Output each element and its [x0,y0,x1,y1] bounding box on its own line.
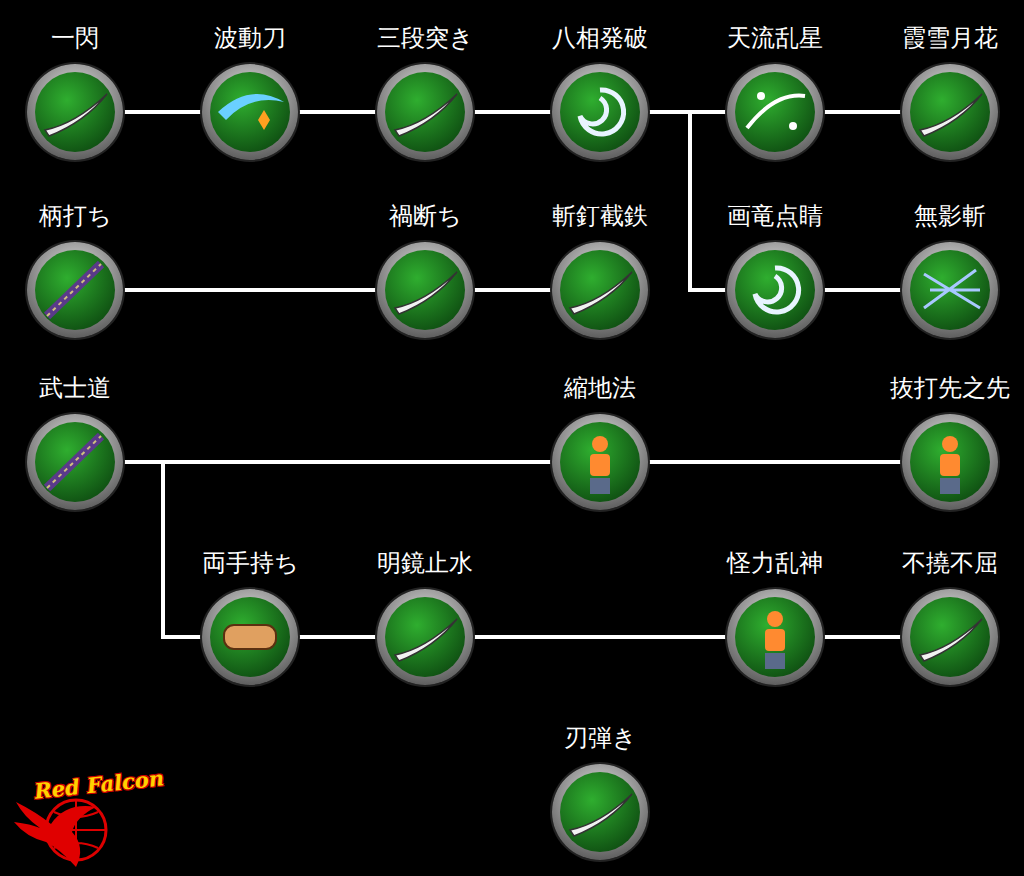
skill-name: 禍断ち [389,200,462,232]
icon-picture [910,250,990,330]
skill-node: 抜打先之先 [880,372,1020,510]
skill-name: 柄打ち [39,200,112,232]
skill-node: 波動刀 [180,22,320,160]
skill-name: 画竜点睛 [727,200,823,232]
skill-name: 霞雪月花 [902,22,998,54]
icon-picture [910,422,990,502]
icon-picture [210,72,290,152]
skill-icon [552,414,648,510]
skill-node: 八相発破 [530,22,670,160]
skill-icon [202,64,298,160]
skill-icon [377,64,473,160]
skill-name: 縮地法 [564,372,636,404]
skill-name: 三段突き [377,22,474,54]
skill-link [123,288,377,292]
icon-picture [560,772,640,852]
skill-link [473,110,552,114]
skill-link [473,288,552,292]
skill-name: 抜打先之先 [890,372,1010,404]
skill-node: 霞雪月花 [880,22,1020,160]
icon-picture [560,72,640,152]
skill-icon [902,64,998,160]
icon-picture [35,250,115,330]
icon-picture [735,250,815,330]
skill-icon [377,589,473,685]
skill-node: 刃弾き [530,722,670,860]
icon-picture [735,597,815,677]
skill-icon [727,589,823,685]
skill-name: 両手持ち [202,547,299,579]
skill-name: 一閃 [51,22,99,54]
icon-picture [735,72,815,152]
skill-link [123,462,202,637]
skill-node: 不撓不屈 [880,547,1020,685]
skill-icon [27,414,123,510]
skill-link [648,460,902,464]
skill-node: 天流乱星 [705,22,845,160]
skill-icon [552,242,648,338]
skill-node: 武士道 [5,372,145,510]
skill-icon [902,414,998,510]
skill-name: 天流乱星 [727,22,823,54]
skill-node: 禍断ち [355,200,495,338]
skill-icon [727,242,823,338]
skill-icon [27,242,123,338]
skill-node: 縮地法 [530,372,670,510]
skill-name: 波動刀 [214,22,286,54]
skill-icon [202,589,298,685]
skill-icon [27,64,123,160]
skill-node: 一閃 [5,22,145,160]
skill-link [298,635,377,639]
skill-name: 無影斬 [914,200,986,232]
skill-node: 明鏡止水 [355,547,495,685]
skill-name: 刃弾き [564,722,637,754]
skill-name: 八相発破 [552,22,648,54]
skill-name: 不撓不屈 [902,547,998,579]
skill-node: 怪力乱神 [705,547,845,685]
icon-picture [385,597,465,677]
skill-node: 無影斬 [880,200,1020,338]
skill-link [123,110,202,114]
skill-name: 斬釘截鉄 [552,200,648,232]
skill-name: 武士道 [39,372,111,404]
skill-icon [377,242,473,338]
watermark: Red Falcon [33,765,165,803]
skill-icon [552,764,648,860]
icon-picture [385,72,465,152]
skill-node: 斬釘截鉄 [530,200,670,338]
icon-picture [210,597,290,677]
skill-link [823,110,902,114]
icon-picture [560,422,640,502]
icon-picture [35,422,115,502]
skill-icon [727,64,823,160]
icon-picture [385,250,465,330]
icon-picture [35,72,115,152]
skill-node: 柄打ち [5,200,145,338]
skill-icon [552,64,648,160]
skill-link [823,288,902,292]
icon-picture [910,597,990,677]
skill-link [823,635,902,639]
skill-link [298,110,377,114]
skill-node: 画竜点睛 [705,200,845,338]
skill-icon [902,589,998,685]
skill-link [123,460,552,464]
icon-picture [560,250,640,330]
icon-picture [910,72,990,152]
skill-link [648,112,727,290]
skill-node: 三段突き [355,22,495,160]
skill-name: 怪力乱神 [727,547,823,579]
skill-link [473,635,727,639]
skill-icon [902,242,998,338]
skill-node: 両手持ち [180,547,320,685]
skill-name: 明鏡止水 [377,547,473,579]
